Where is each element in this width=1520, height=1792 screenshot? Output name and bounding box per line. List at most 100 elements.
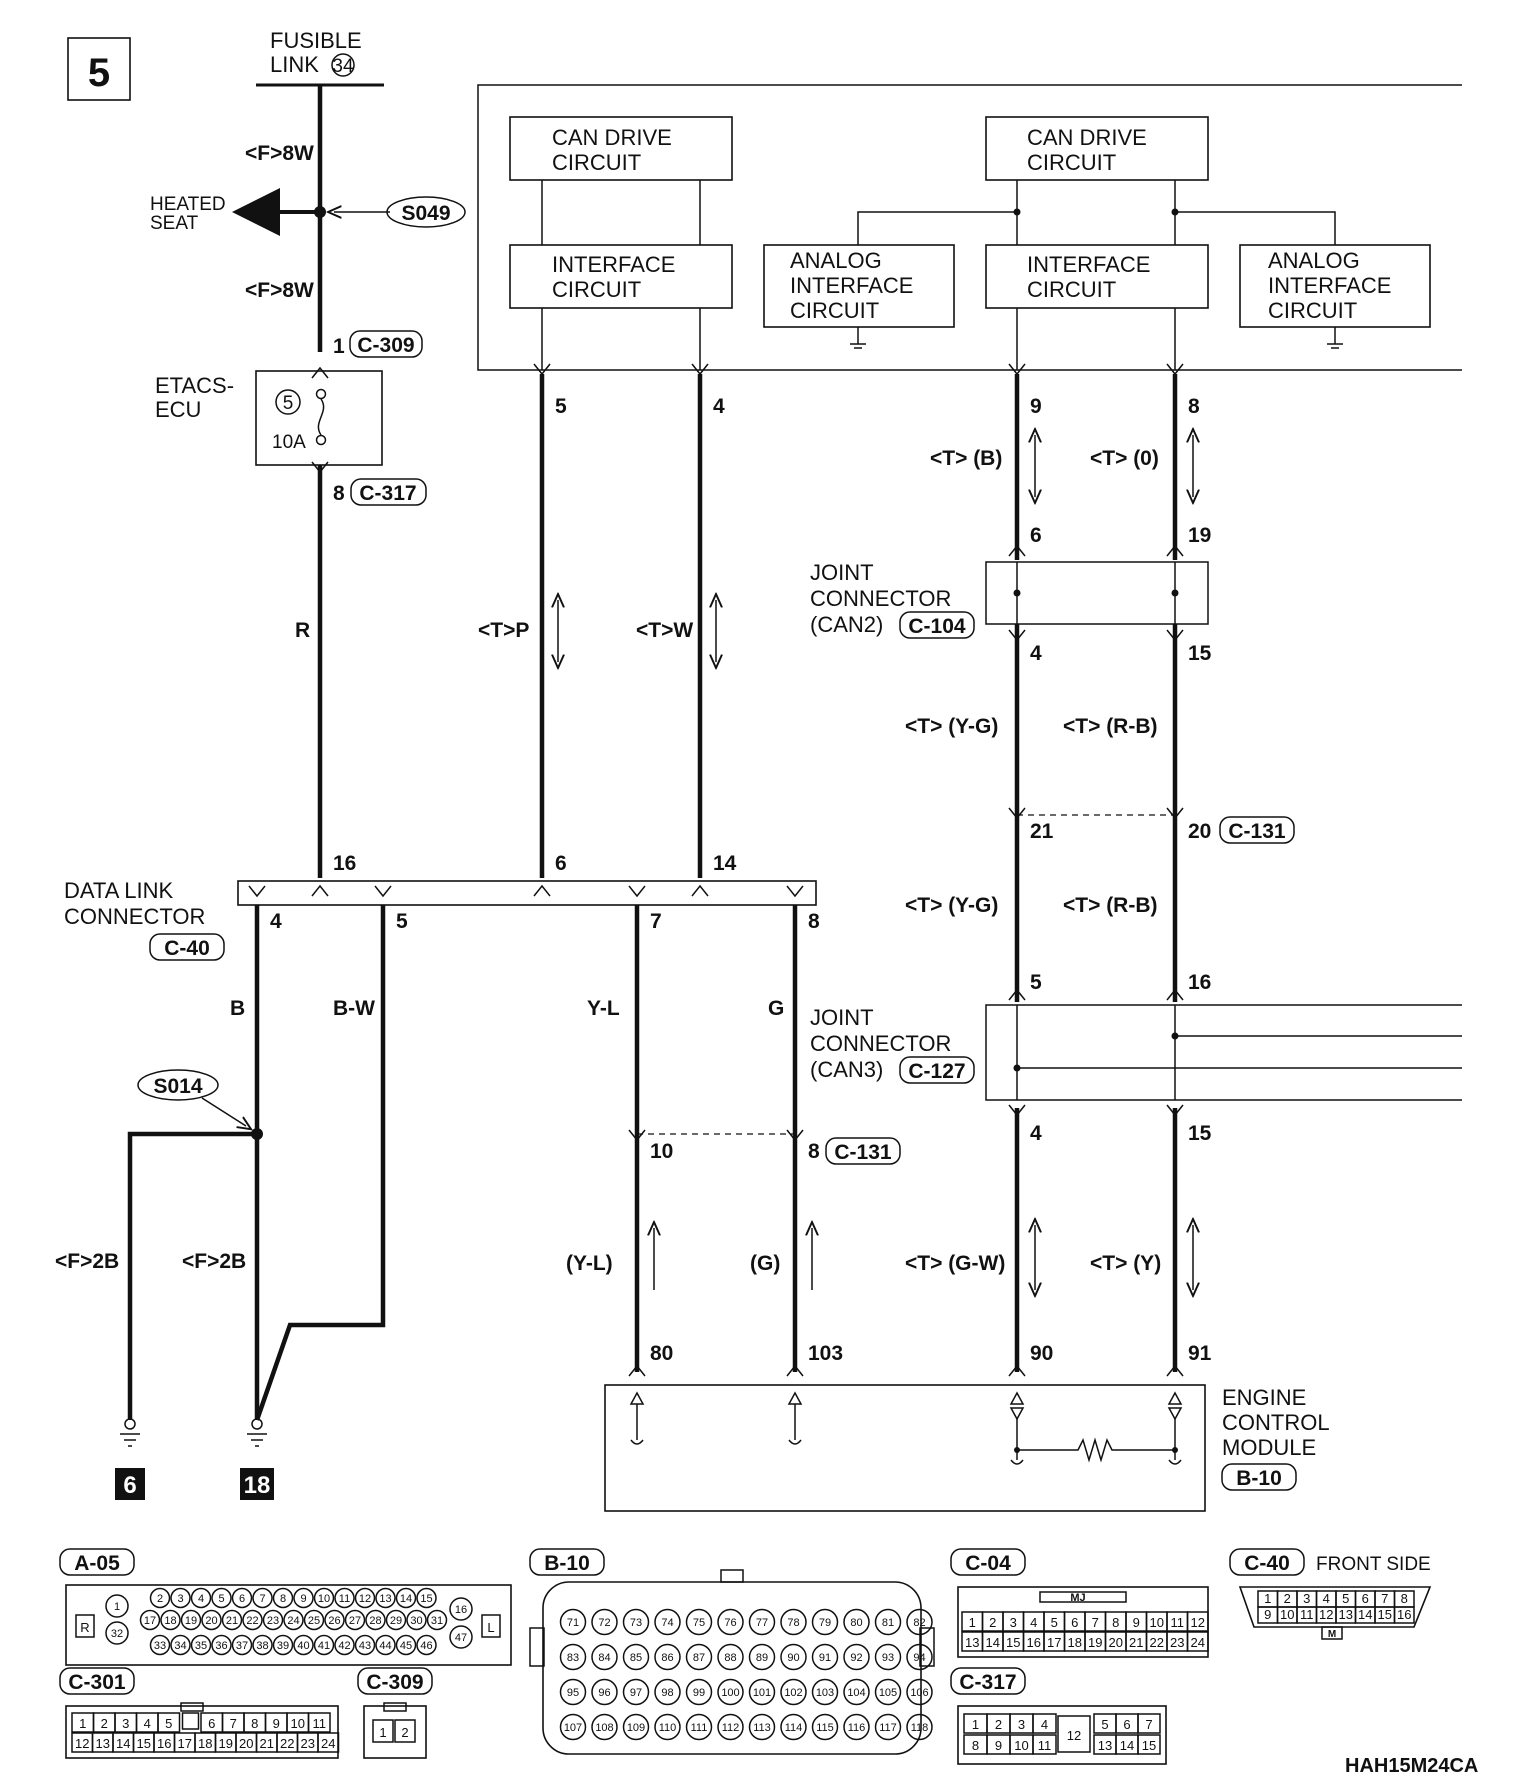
connector-pin: 38 xyxy=(256,1640,268,1652)
svg-text:10: 10 xyxy=(650,1140,673,1163)
joint-connector-can3: JOINT CONNECTOR (CAN3) C-127 xyxy=(810,988,1462,1117)
wire-label: (Y-L) xyxy=(566,1252,613,1275)
connector-pin: 4 xyxy=(1323,1591,1330,1606)
svg-text:8: 8 xyxy=(1188,395,1200,418)
wire-label: <F>8W xyxy=(245,142,314,165)
connector-pin: 1 xyxy=(972,1717,979,1732)
connector-pin: 22 xyxy=(1150,1635,1164,1650)
svg-text:16: 16 xyxy=(1188,971,1211,994)
connector-pin: 32 xyxy=(111,1628,123,1640)
connector-pin: 10 xyxy=(291,1716,305,1731)
svg-text:19: 19 xyxy=(1188,524,1211,547)
analog-interface-circuit-right: ANALOG INTERFACE CIRCUIT xyxy=(1239,244,1431,349)
connector-pin: 2 xyxy=(1284,1591,1291,1606)
connector-pin: 5 xyxy=(1342,1591,1349,1606)
connector-pin: 20 xyxy=(205,1615,217,1627)
connector-pin: 99 xyxy=(693,1687,705,1699)
wire-label: B xyxy=(230,997,245,1020)
interface-circuit-right: INTERFACE CIRCUIT xyxy=(985,244,1209,309)
connector-pin: 6 xyxy=(1123,1717,1130,1732)
connector-pin: 3 xyxy=(122,1716,129,1731)
connector-pin: 92 xyxy=(850,1652,862,1664)
wire-label: <T> (Y) xyxy=(1090,1252,1161,1275)
connector-pin: 95 xyxy=(567,1687,579,1699)
connector-pin: 108 xyxy=(595,1722,613,1734)
svg-text:CIRCUIT: CIRCUIT xyxy=(552,150,641,175)
wire-label: <T> (B) xyxy=(930,447,1002,470)
connector-pin: 97 xyxy=(630,1687,642,1699)
connector-pin: 36 xyxy=(215,1640,227,1652)
connector-pin: 2 xyxy=(989,1615,996,1630)
wire-label: <T> (Y-G) xyxy=(905,894,998,917)
can-drive-circuit-left: CAN DRIVE CIRCUIT xyxy=(509,116,733,181)
connector-pin: 114 xyxy=(785,1722,803,1734)
connector-pin: 96 xyxy=(598,1687,610,1699)
splice-s049: S049 xyxy=(401,202,450,225)
connector-pin: 23 xyxy=(267,1615,279,1627)
connector-pin: 2 xyxy=(101,1716,108,1731)
svg-text:C-309: C-309 xyxy=(366,1671,423,1694)
svg-text:ECU: ECU xyxy=(155,397,201,422)
connector-pin: 11 xyxy=(339,1593,350,1605)
svg-text:103: 103 xyxy=(808,1342,843,1365)
connector-pin: 19 xyxy=(219,1736,233,1751)
svg-text:1: 1 xyxy=(379,1725,386,1740)
svg-text:CONNECTOR: CONNECTOR xyxy=(810,1031,951,1056)
svg-text:4: 4 xyxy=(1030,1122,1042,1145)
connector-pin: 33 xyxy=(154,1640,166,1652)
connector-pin: 5 xyxy=(165,1716,172,1731)
connector-pin: 9 xyxy=(1264,1607,1271,1622)
connector-pin: 103 xyxy=(816,1687,834,1699)
svg-text:INTERFACE: INTERFACE xyxy=(552,252,675,277)
svg-text:ANALOG: ANALOG xyxy=(1268,248,1360,273)
svg-text:INTERFACE: INTERFACE xyxy=(790,273,913,298)
connector-pin: 15 xyxy=(1142,1738,1156,1753)
wire-label: <F>2B xyxy=(182,1250,246,1273)
connector-pin: 11 xyxy=(1038,1738,1052,1753)
svg-text:5: 5 xyxy=(1030,971,1042,994)
connector-pin: 28 xyxy=(369,1615,381,1627)
pin-label: 8 xyxy=(333,482,345,505)
interface-circuit-left: INTERFACE CIRCUIT xyxy=(509,244,733,309)
connector-pin: 106 xyxy=(910,1687,928,1699)
page-number-box: 5 xyxy=(67,37,131,101)
connector-pin: 3 xyxy=(177,1593,183,1605)
connector-pin: 115 xyxy=(816,1722,834,1734)
connector-pin: 8 xyxy=(251,1716,258,1731)
svg-text:5: 5 xyxy=(283,393,294,414)
connector-pin: 43 xyxy=(359,1640,371,1652)
connector-pin: 42 xyxy=(338,1640,350,1652)
connector-pin: 13 xyxy=(96,1736,110,1751)
connector-pin: 16 xyxy=(1027,1635,1041,1650)
svg-text:L: L xyxy=(487,1620,494,1635)
connector-pin: 25 xyxy=(308,1615,320,1627)
svg-text:DATA LINK: DATA LINK xyxy=(64,878,174,903)
connector-pin: 11 xyxy=(313,1716,327,1731)
wire-label: <T> (G-W) xyxy=(905,1252,1005,1275)
svg-text:12: 12 xyxy=(1067,1728,1081,1743)
heated-seat-branch: HEATED SEAT S049 xyxy=(150,188,466,236)
connector-pin: 8 xyxy=(1401,1591,1408,1606)
connector-ref-c309: C-309 xyxy=(357,334,414,357)
connector-pin: 101 xyxy=(753,1687,771,1699)
connector-pin: 110 xyxy=(659,1722,677,1734)
connector-pin: 18 xyxy=(198,1736,212,1751)
connector-pin: 83 xyxy=(567,1652,579,1664)
svg-text:CONTROL: CONTROL xyxy=(1222,1410,1330,1435)
connector-pin: 24 xyxy=(287,1615,299,1627)
connector-pin: 24 xyxy=(321,1736,335,1751)
connector-pin: 75 xyxy=(693,1617,705,1629)
svg-text:8: 8 xyxy=(808,1140,820,1163)
connector-pin: 16 xyxy=(455,1604,467,1616)
connector-pin: 2 xyxy=(157,1593,163,1605)
connector-pin: 117 xyxy=(879,1722,897,1734)
svg-text:CIRCUIT: CIRCUIT xyxy=(1027,277,1116,302)
svg-text:20: 20 xyxy=(1188,820,1211,843)
connector-pin: 5 xyxy=(1051,1615,1058,1630)
connector-pin: 10 xyxy=(1014,1738,1028,1753)
svg-text:15: 15 xyxy=(1188,642,1212,665)
wire-label: <T>W xyxy=(636,619,693,642)
